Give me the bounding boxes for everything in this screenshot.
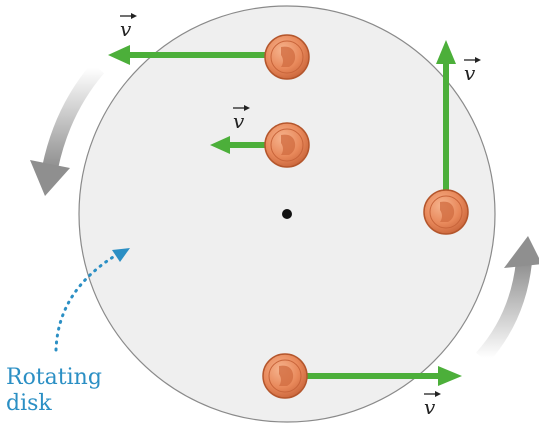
- rotating-disk-label: Rotating disk: [6, 365, 102, 417]
- rotating-disk-label-line1: Rotating: [6, 365, 102, 390]
- rotation-arrow-right-icon: [475, 236, 539, 364]
- velocity-arrow-top: [108, 45, 268, 65]
- velocity-label-top: v: [120, 13, 137, 41]
- center-dot-icon: [282, 209, 292, 219]
- rotating-disk-label-line2: disk: [6, 391, 52, 416]
- velocity-label-inner: v: [233, 105, 250, 133]
- penny-icon: [264, 122, 310, 168]
- velocity-symbol: v: [233, 109, 245, 133]
- velocity-arrow-bottom: [305, 366, 462, 386]
- velocity-arrow-right: [436, 40, 456, 198]
- velocity-symbol: v: [120, 17, 132, 41]
- label-pointer: [54, 248, 130, 352]
- velocity-label-right: v: [464, 57, 481, 85]
- velocity-label-bottom: v: [424, 391, 441, 419]
- velocity-arrow-inner: [210, 136, 268, 154]
- penny-icon: [262, 353, 308, 399]
- penny-icon: [423, 189, 469, 235]
- velocity-symbol: v: [424, 395, 436, 419]
- penny-icon: [264, 34, 310, 80]
- velocity-symbol: v: [464, 61, 476, 85]
- rotation-arrow-left-icon: [30, 62, 105, 196]
